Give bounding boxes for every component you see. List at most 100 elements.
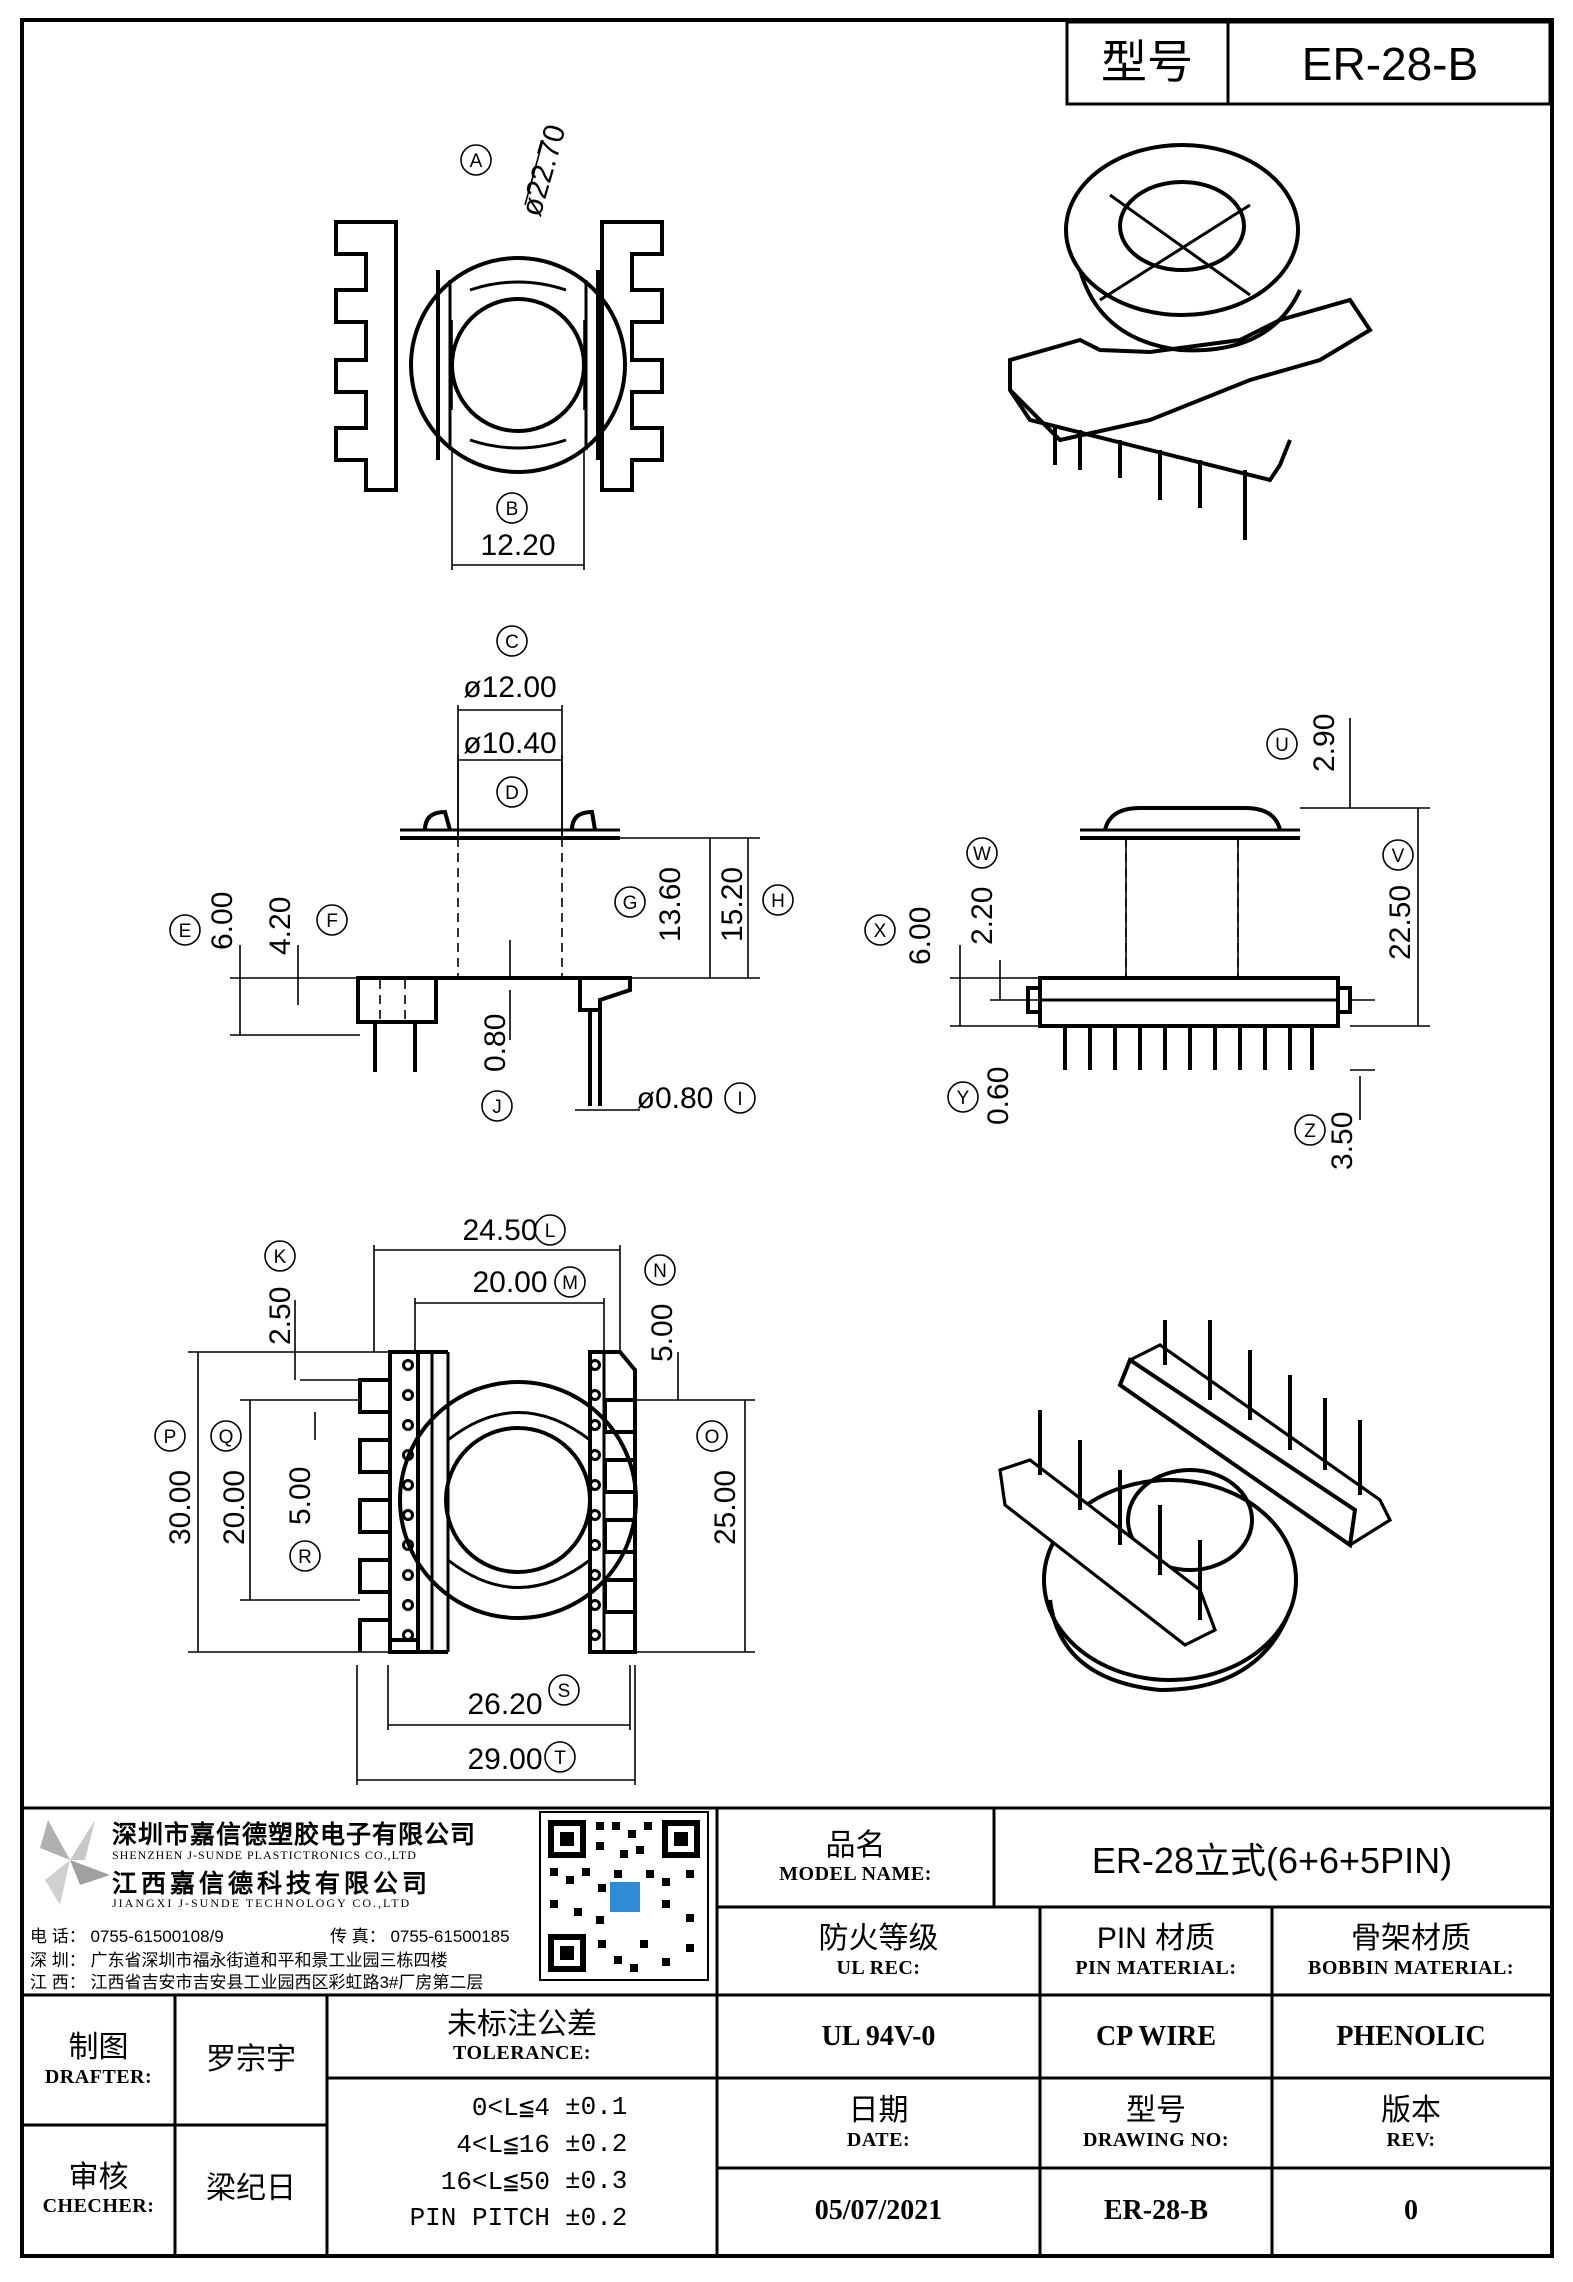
drafter-cn: 制图 [68, 2031, 129, 2065]
callout-f-circle [316, 904, 348, 936]
callout-s: S [558, 1681, 571, 1702]
model-name-value: ER-28立式(6+6+5PIN) [1091, 1839, 1453, 1881]
drafter-en: DRAFTER: [44, 2065, 153, 2088]
company-name-en: SHENZHEN J-SUNDE PLASTICTRONICS CO.,LTD [112, 1848, 417, 1862]
drafter-name: 罗宗宇 [206, 2042, 296, 2076]
callout-e: E [179, 921, 192, 942]
checker-name: 梁纪日 [206, 2172, 296, 2206]
dim-k: 2.50 [264, 1287, 297, 1345]
dim-y: 0.60 [982, 1067, 1015, 1125]
ul-header: 防火等级 UL REC: [717, 1907, 1040, 1995]
callout-u: U [1275, 735, 1289, 756]
dim-p: 30.00 [164, 1470, 197, 1545]
company-name-cn2: 江西嘉信德科技有限公司 [112, 1870, 432, 1898]
ul-value-cell: UL 94V-0 [717, 1995, 1040, 2078]
callout-e-circle [169, 914, 201, 946]
iso-view-bottom [998, 1320, 1393, 1693]
bottom-view [188, 1245, 755, 1785]
model-box-label: 型号 [1101, 36, 1193, 88]
tolerance-range-3: 16<L≦50 [440, 2167, 550, 2197]
checker-en: CHECHER: [42, 2195, 155, 2218]
callout-w: W [973, 844, 991, 865]
callout-z: Z [1304, 1121, 1316, 1142]
dim-n: 5.00 [646, 1304, 679, 1362]
callout-a-circle [460, 144, 492, 176]
model-box [1065, 20, 1552, 106]
callout-h: H [771, 891, 785, 912]
callout-b-circle [496, 492, 528, 524]
company-logo-icon [40, 1820, 110, 1905]
tolerance-cn: 未标注公差 [447, 2007, 597, 2041]
company-name-cn: 深圳市嘉信德塑胶电子有限公司 [112, 1821, 477, 1849]
callout-v-circle [1382, 839, 1414, 871]
checker-cn: 审核 [68, 2160, 129, 2194]
callout-d-circle [496, 776, 528, 808]
model-name-en: MODEL NAME: [779, 1863, 932, 1886]
dim-e: 6.00 [206, 892, 239, 950]
callout-j: J [492, 1097, 502, 1118]
company-address-shenzhen: 深 圳： 广东省深圳市福永街道和平和景工业园三栋四楼 [30, 1951, 448, 1970]
dim-r: 5.00 [284, 1467, 317, 1525]
callout-r: R [298, 1547, 312, 1568]
rev-header: 版本 REV: [1272, 2078, 1550, 2168]
dim-h: 15.20 [716, 867, 749, 942]
callout-u-circle [1266, 728, 1298, 760]
callout-j-circle [481, 1090, 513, 1122]
callout-c-circle [496, 625, 528, 657]
dim-m: 20.00 [472, 1266, 547, 1299]
callout-s-circle [548, 1674, 580, 1706]
callout-l-circle [534, 1214, 566, 1246]
callout-v: V [1392, 846, 1405, 867]
company-name-en2: JIANGXI J-SUNDE TECHNOLOGY CO.,LTD [112, 1896, 412, 1910]
bobbin-material-cn: 骨架材质 [1351, 1922, 1471, 1956]
title-block-grid [22, 1806, 1550, 2254]
callout-x: X [874, 921, 887, 942]
drafter-name-cell: 罗宗宇 [175, 1995, 327, 2125]
company-address-jiangxi: 江 西： 江西省吉安市吉安县工业园西区彩虹路3#厂房第二层 [30, 1973, 484, 1992]
pin-material-cn: PIN 材质 [1096, 1922, 1216, 1956]
drawing-no-value-cell: ER-28-B [1040, 2168, 1272, 2254]
side-view [950, 718, 1430, 1120]
dim-c: ø12.00 [463, 671, 556, 704]
callout-m-circle [554, 1266, 586, 1298]
callout-t: T [554, 1748, 566, 1769]
pin-material-value-cell: CP WIRE [1040, 1995, 1272, 2078]
company-fax: 传 真： 0755-61500185 [330, 1927, 510, 1946]
callout-z-circle [1294, 1114, 1326, 1146]
ul-value: UL 94V-0 [821, 2020, 936, 2052]
tolerance-range-4: PIN PITCH [409, 2203, 550, 2233]
sheet-border [20, 18, 1554, 2258]
callout-k: K [274, 1247, 287, 1268]
callout-r-circle [289, 1540, 321, 1572]
callout-t-circle [544, 1741, 576, 1773]
callout-o-circle [696, 1420, 728, 1452]
company-phone: 电 话： 0755-61500108/9 [30, 1927, 224, 1946]
checker-header: 审核 CHECHER: [22, 2125, 175, 2254]
callout-n-circle [644, 1254, 676, 1286]
front-view-labels: C ø12.00 ø10.40 D G 13.60 15.20 H E 6.00… [169, 625, 794, 1122]
pin-material-en: PIN MATERIAL: [1075, 1956, 1237, 1979]
date-cn: 日期 [848, 2094, 909, 2128]
bobbin-material-value: PHENOLIC [1336, 2020, 1486, 2052]
date-value: 05/07/2021 [814, 2195, 943, 2226]
dim-w: 2.20 [966, 887, 999, 945]
bobbin-material-header: 骨架材质 BOBBIN MATERIAL: [1272, 1907, 1550, 1995]
dim-d: ø10.40 [463, 727, 556, 760]
side-view-pins [1063, 1026, 1314, 1070]
dim-g: 13.60 [654, 867, 687, 942]
tolerance-value-3: ±0.3 [565, 2166, 628, 2196]
callout-d: D [505, 783, 519, 804]
drawing-no-cn: 型号 [1126, 2094, 1186, 2128]
bottom-view-labels: 24.50 L 20.00 M K 2.50 N 5.00 P 30.00 Q … [154, 1214, 742, 1776]
rev-value: 0 [1404, 2195, 1418, 2226]
date-en: DATE: [846, 2128, 911, 2151]
dim-f: 4.20 [264, 897, 297, 955]
top-view [334, 139, 664, 570]
callout-y-circle [947, 1081, 979, 1113]
tolerance-en: TOLERANCE: [453, 2042, 591, 2065]
callout-a: A [470, 151, 483, 172]
drawing-no-en: DRAWING NO: [1082, 2128, 1230, 2151]
iso-view-top [1008, 143, 1373, 540]
